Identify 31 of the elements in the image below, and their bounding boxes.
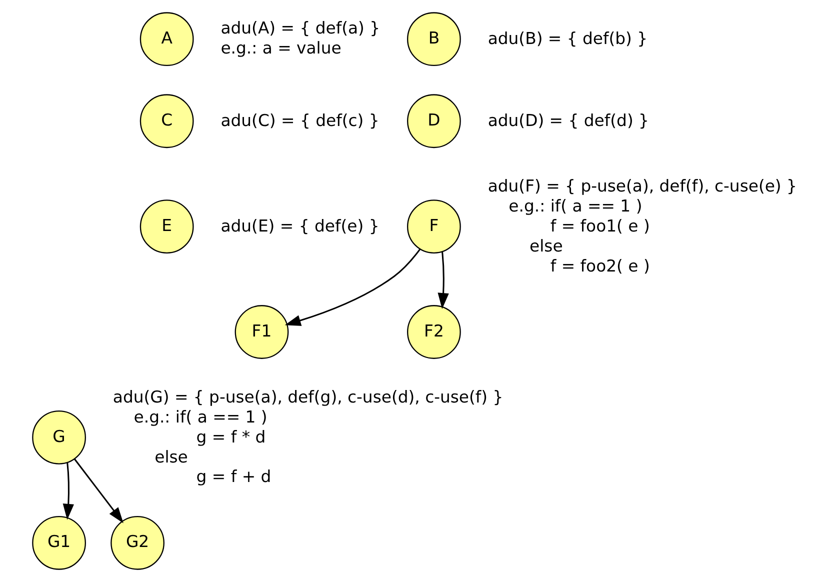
node-label: adu(B) = { def(b) } bbox=[487, 29, 648, 48]
node-circle: C bbox=[139, 94, 194, 148]
node-circle: F2 bbox=[406, 305, 460, 359]
node-label: adu(A) = { def(a) } bbox=[220, 18, 380, 38]
arrow bbox=[73, 458, 123, 524]
node-label: g = f + d bbox=[196, 467, 271, 486]
node-circle: E bbox=[139, 200, 194, 254]
node-label: adu(G) = { p-use(a), def(g), c-use(d), c-use(f) } bbox=[112, 388, 503, 407]
node-label: g = f * d bbox=[196, 427, 266, 446]
node-circle: F bbox=[406, 200, 460, 254]
arrow bbox=[437, 252, 448, 309]
node-circle: G2 bbox=[110, 516, 164, 570]
node-label: e.g.: if( a == 1 ) bbox=[508, 196, 642, 216]
node-circle: D bbox=[406, 94, 460, 148]
node-label: f = foo1( e ) bbox=[550, 216, 650, 236]
node-circle: A bbox=[139, 12, 194, 66]
node-label: else bbox=[529, 236, 562, 256]
node-label: e.g.: if( a == 1 ) bbox=[133, 407, 267, 426]
node-circle: G1 bbox=[32, 516, 86, 570]
node-label: adu(E) = { def(e) } bbox=[220, 216, 379, 236]
node-label: e.g.: a = value bbox=[220, 38, 341, 58]
node-label: else bbox=[154, 447, 188, 466]
node-label: f = foo2( e ) bbox=[550, 256, 650, 276]
node-label: adu(F) = { p-use(a), def(f), c-use(e) } bbox=[487, 176, 796, 196]
node-label: adu(D) = { def(d) } bbox=[487, 111, 648, 130]
node-circle: B bbox=[406, 12, 460, 66]
node-label: adu(C) = { def(c) } bbox=[220, 111, 379, 130]
node-circle: G bbox=[32, 410, 86, 464]
node-circle: F1 bbox=[234, 305, 288, 359]
arrow bbox=[62, 462, 74, 520]
arrow bbox=[284, 248, 420, 326]
